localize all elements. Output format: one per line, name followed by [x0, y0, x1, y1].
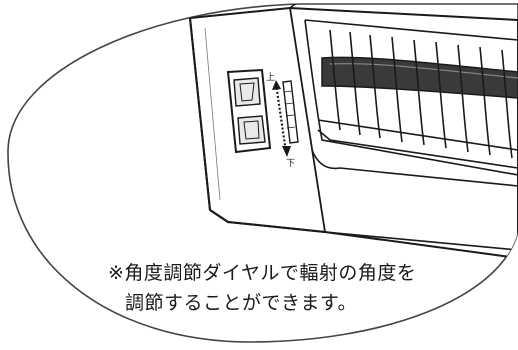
heater-front-edge	[189, 17, 326, 233]
dial-scale	[272, 80, 299, 157]
dial-top-mark: 上	[266, 72, 275, 83]
dial-bottom-mark: 下	[286, 159, 295, 169]
heating-element	[321, 56, 518, 99]
caption-line-2: 調節することができます。	[125, 292, 358, 314]
wire-guard	[304, 19, 518, 176]
angle-dial-housing	[226, 68, 272, 154]
caption-line-1: ※角度調節ダイヤルで輻射の角度を	[108, 262, 417, 284]
